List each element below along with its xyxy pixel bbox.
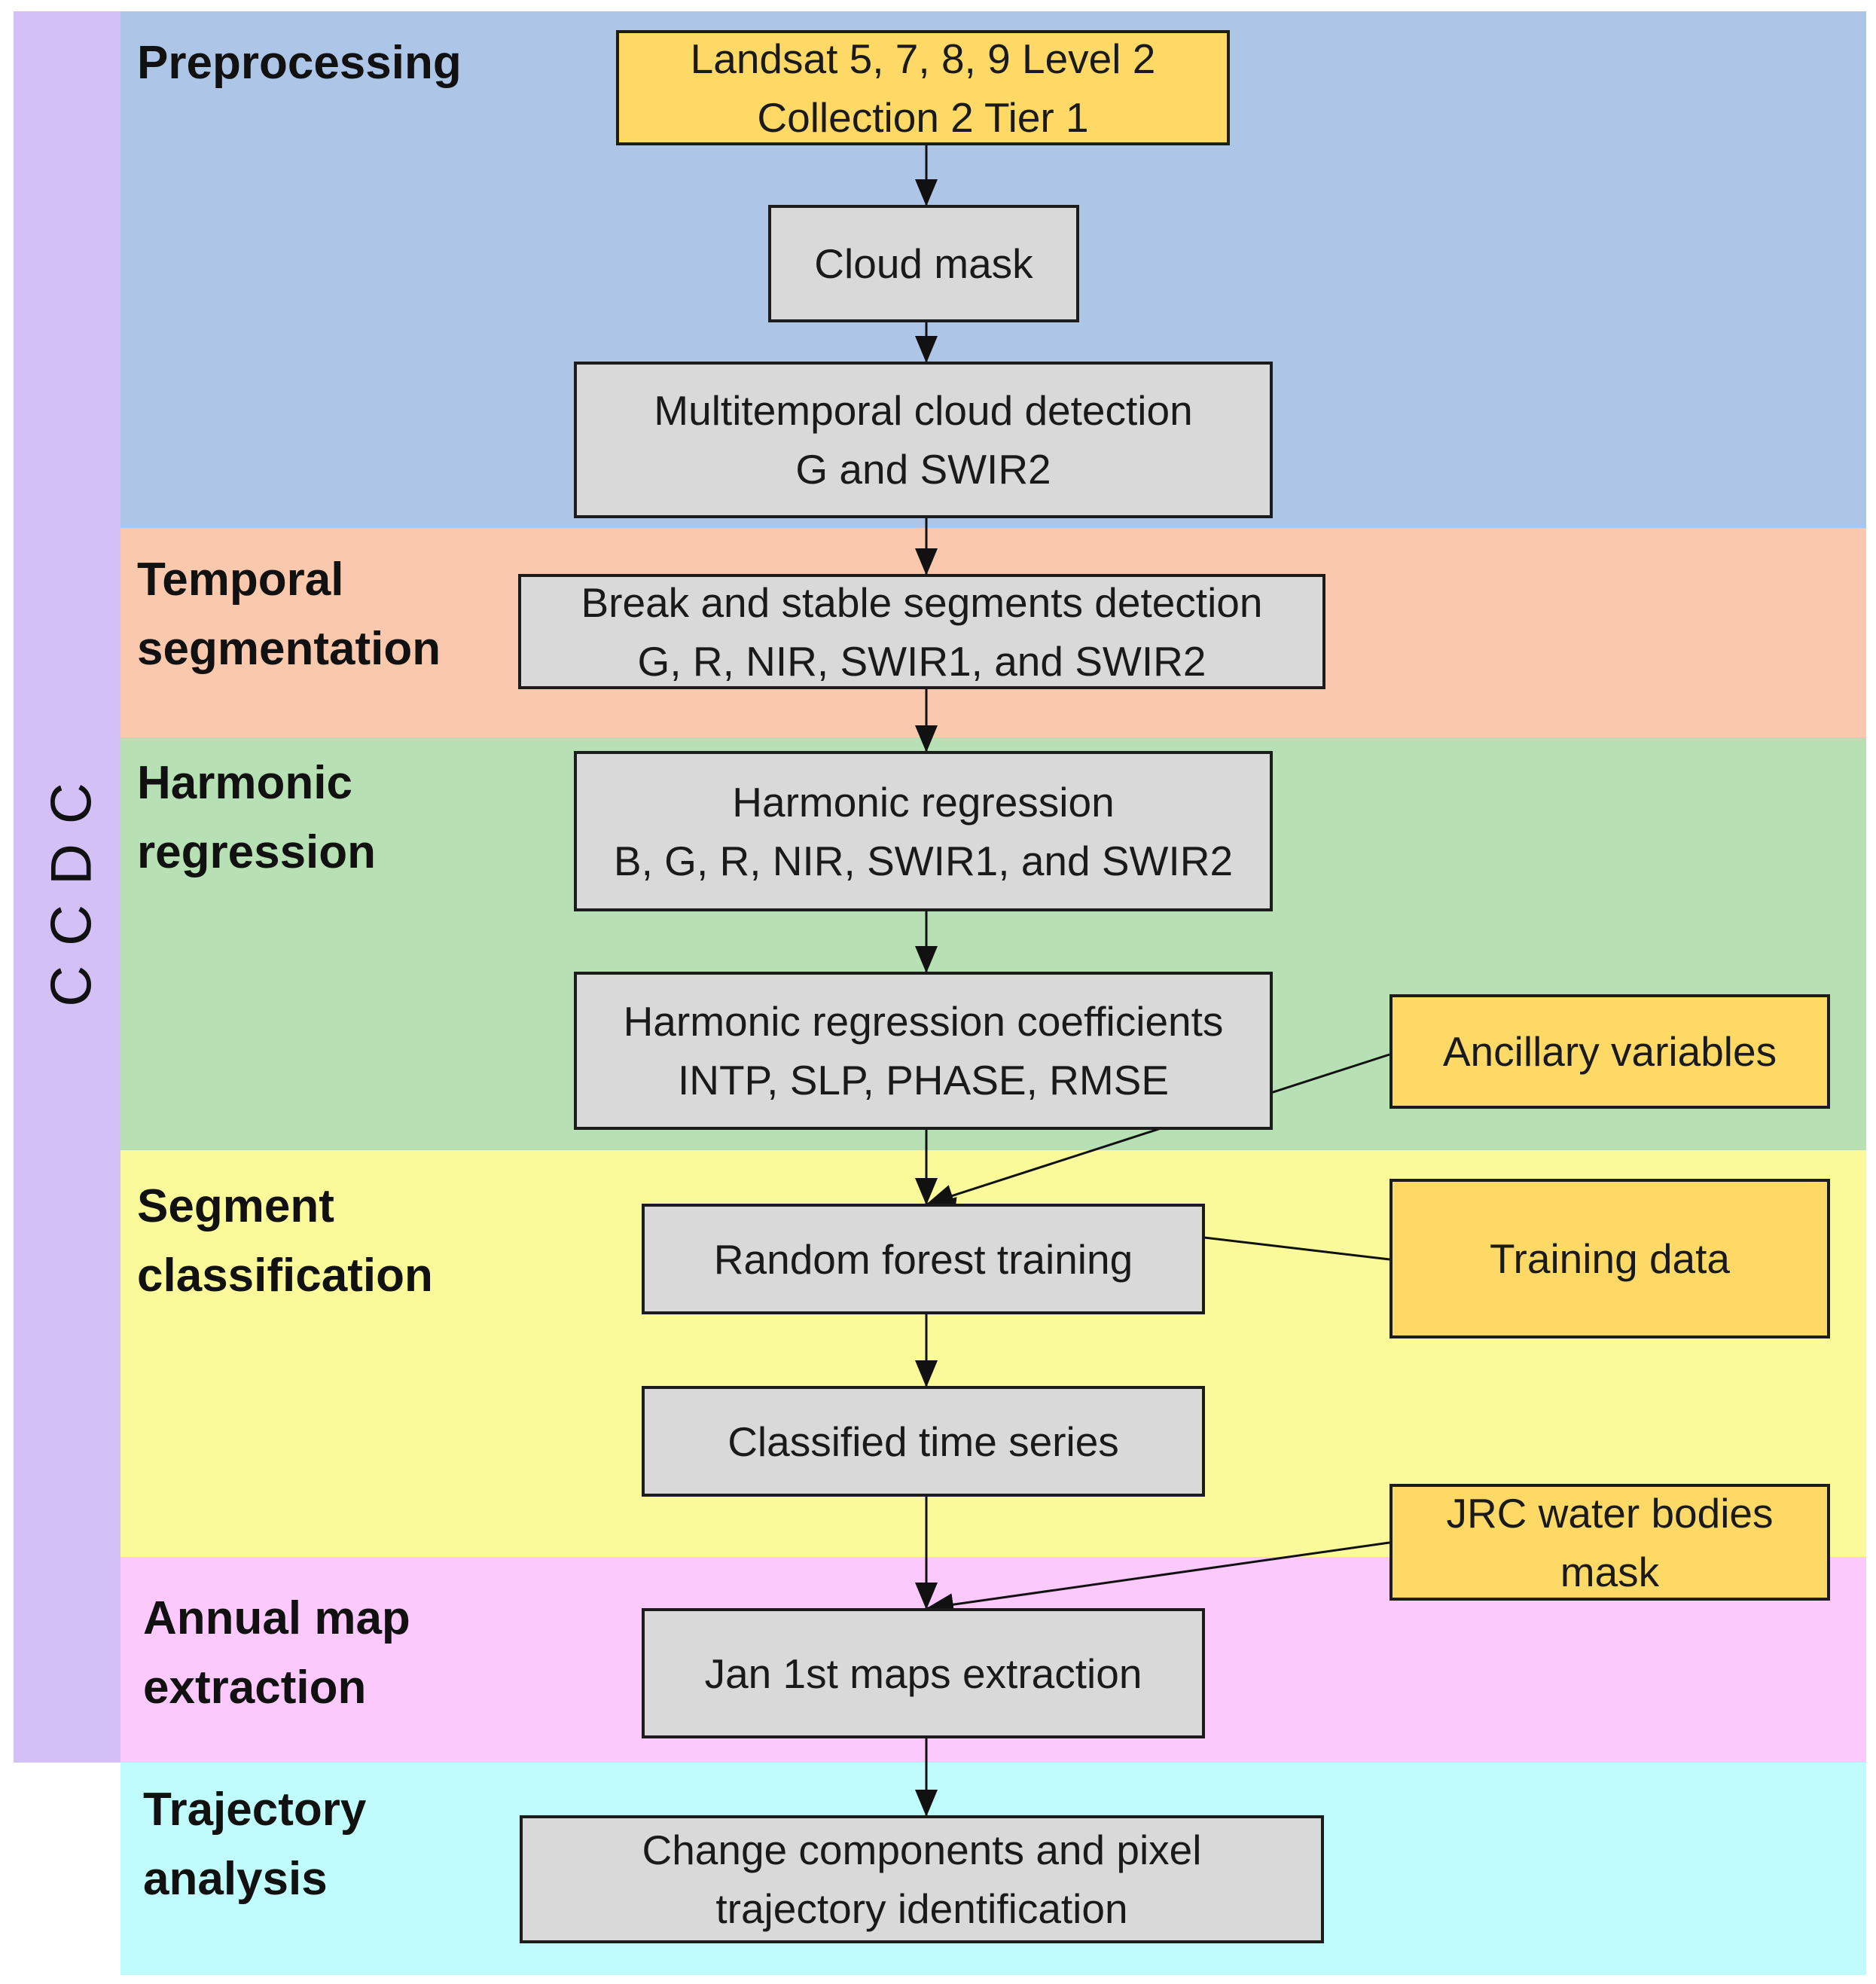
arrow-jrc-to-jan-maps bbox=[926, 1541, 1390, 1616]
ancillary-variables-box: Ancillary variables bbox=[1389, 994, 1830, 1109]
training-data-text: Training data bbox=[1490, 1235, 1730, 1282]
multitemporal-cloud-detection-box: Multitemporal cloud detection G and SWIR… bbox=[574, 362, 1273, 518]
random-forest-training-box: Random forest training bbox=[642, 1204, 1205, 1314]
stage-label-trajectory-analysis: Trajectory analysis bbox=[143, 1784, 367, 1905]
landsat-input-text: Landsat 5, 7, 8, 9 Level 2 Collection 2 … bbox=[690, 35, 1156, 141]
stage-label-temporal-segmentation: Temporal segmentation bbox=[137, 554, 441, 675]
cloud-mask-box: Cloud mask bbox=[768, 205, 1079, 322]
cloud-mask-text: Cloud mask bbox=[814, 240, 1033, 287]
change-components-box: Change components and pixel trajectory i… bbox=[520, 1815, 1324, 1943]
stage-label-harmonic-regression: Harmonic regression bbox=[137, 757, 377, 878]
jan-maps-extraction-box: Jan 1st maps extraction bbox=[642, 1608, 1205, 1738]
jrc-water-mask-text: JRC water bodies mask bbox=[1446, 1489, 1774, 1595]
training-data-box: Training data bbox=[1389, 1179, 1830, 1338]
classified-time-series-text: Classified time series bbox=[728, 1418, 1119, 1465]
multitemporal-cloud-detection-text: Multitemporal cloud detection G and SWIR… bbox=[654, 387, 1193, 493]
harmonic-regression-box: Harmonic regression B, G, R, NIR, SWIR1,… bbox=[574, 751, 1273, 911]
classified-time-series-box: Classified time series bbox=[642, 1386, 1205, 1497]
stage-label-segment-classification: Segment classification bbox=[137, 1180, 433, 1302]
landsat-input-box: Landsat 5, 7, 8, 9 Level 2 Collection 2 … bbox=[616, 30, 1230, 145]
ccdc-sidebar bbox=[14, 11, 120, 1763]
jrc-water-mask-box: JRC water bodies mask bbox=[1389, 1484, 1830, 1601]
random-forest-training-text: Random forest training bbox=[713, 1235, 1133, 1283]
stage-label-preprocessing: Preprocessing bbox=[137, 37, 462, 89]
ancillary-variables-text: Ancillary variables bbox=[1442, 1028, 1777, 1075]
harmonic-coefficients-text: Harmonic regression coefficients INTP, S… bbox=[623, 998, 1224, 1103]
break-segments-text: Break and stable segments detection G, R… bbox=[581, 578, 1263, 685]
stage-label-annual-map-extraction: Annual map extraction bbox=[143, 1592, 410, 1714]
jan-maps-extraction-text: Jan 1st maps extraction bbox=[704, 1650, 1142, 1697]
harmonic-regression-text: Harmonic regression B, G, R, NIR, SWIR1,… bbox=[613, 778, 1234, 884]
change-components-text: Change components and pixel trajectory i… bbox=[642, 1827, 1202, 1932]
break-segments-box: Break and stable segments detection G, R… bbox=[518, 574, 1325, 689]
harmonic-coefficients-box: Harmonic regression coefficients INTP, S… bbox=[574, 972, 1273, 1130]
